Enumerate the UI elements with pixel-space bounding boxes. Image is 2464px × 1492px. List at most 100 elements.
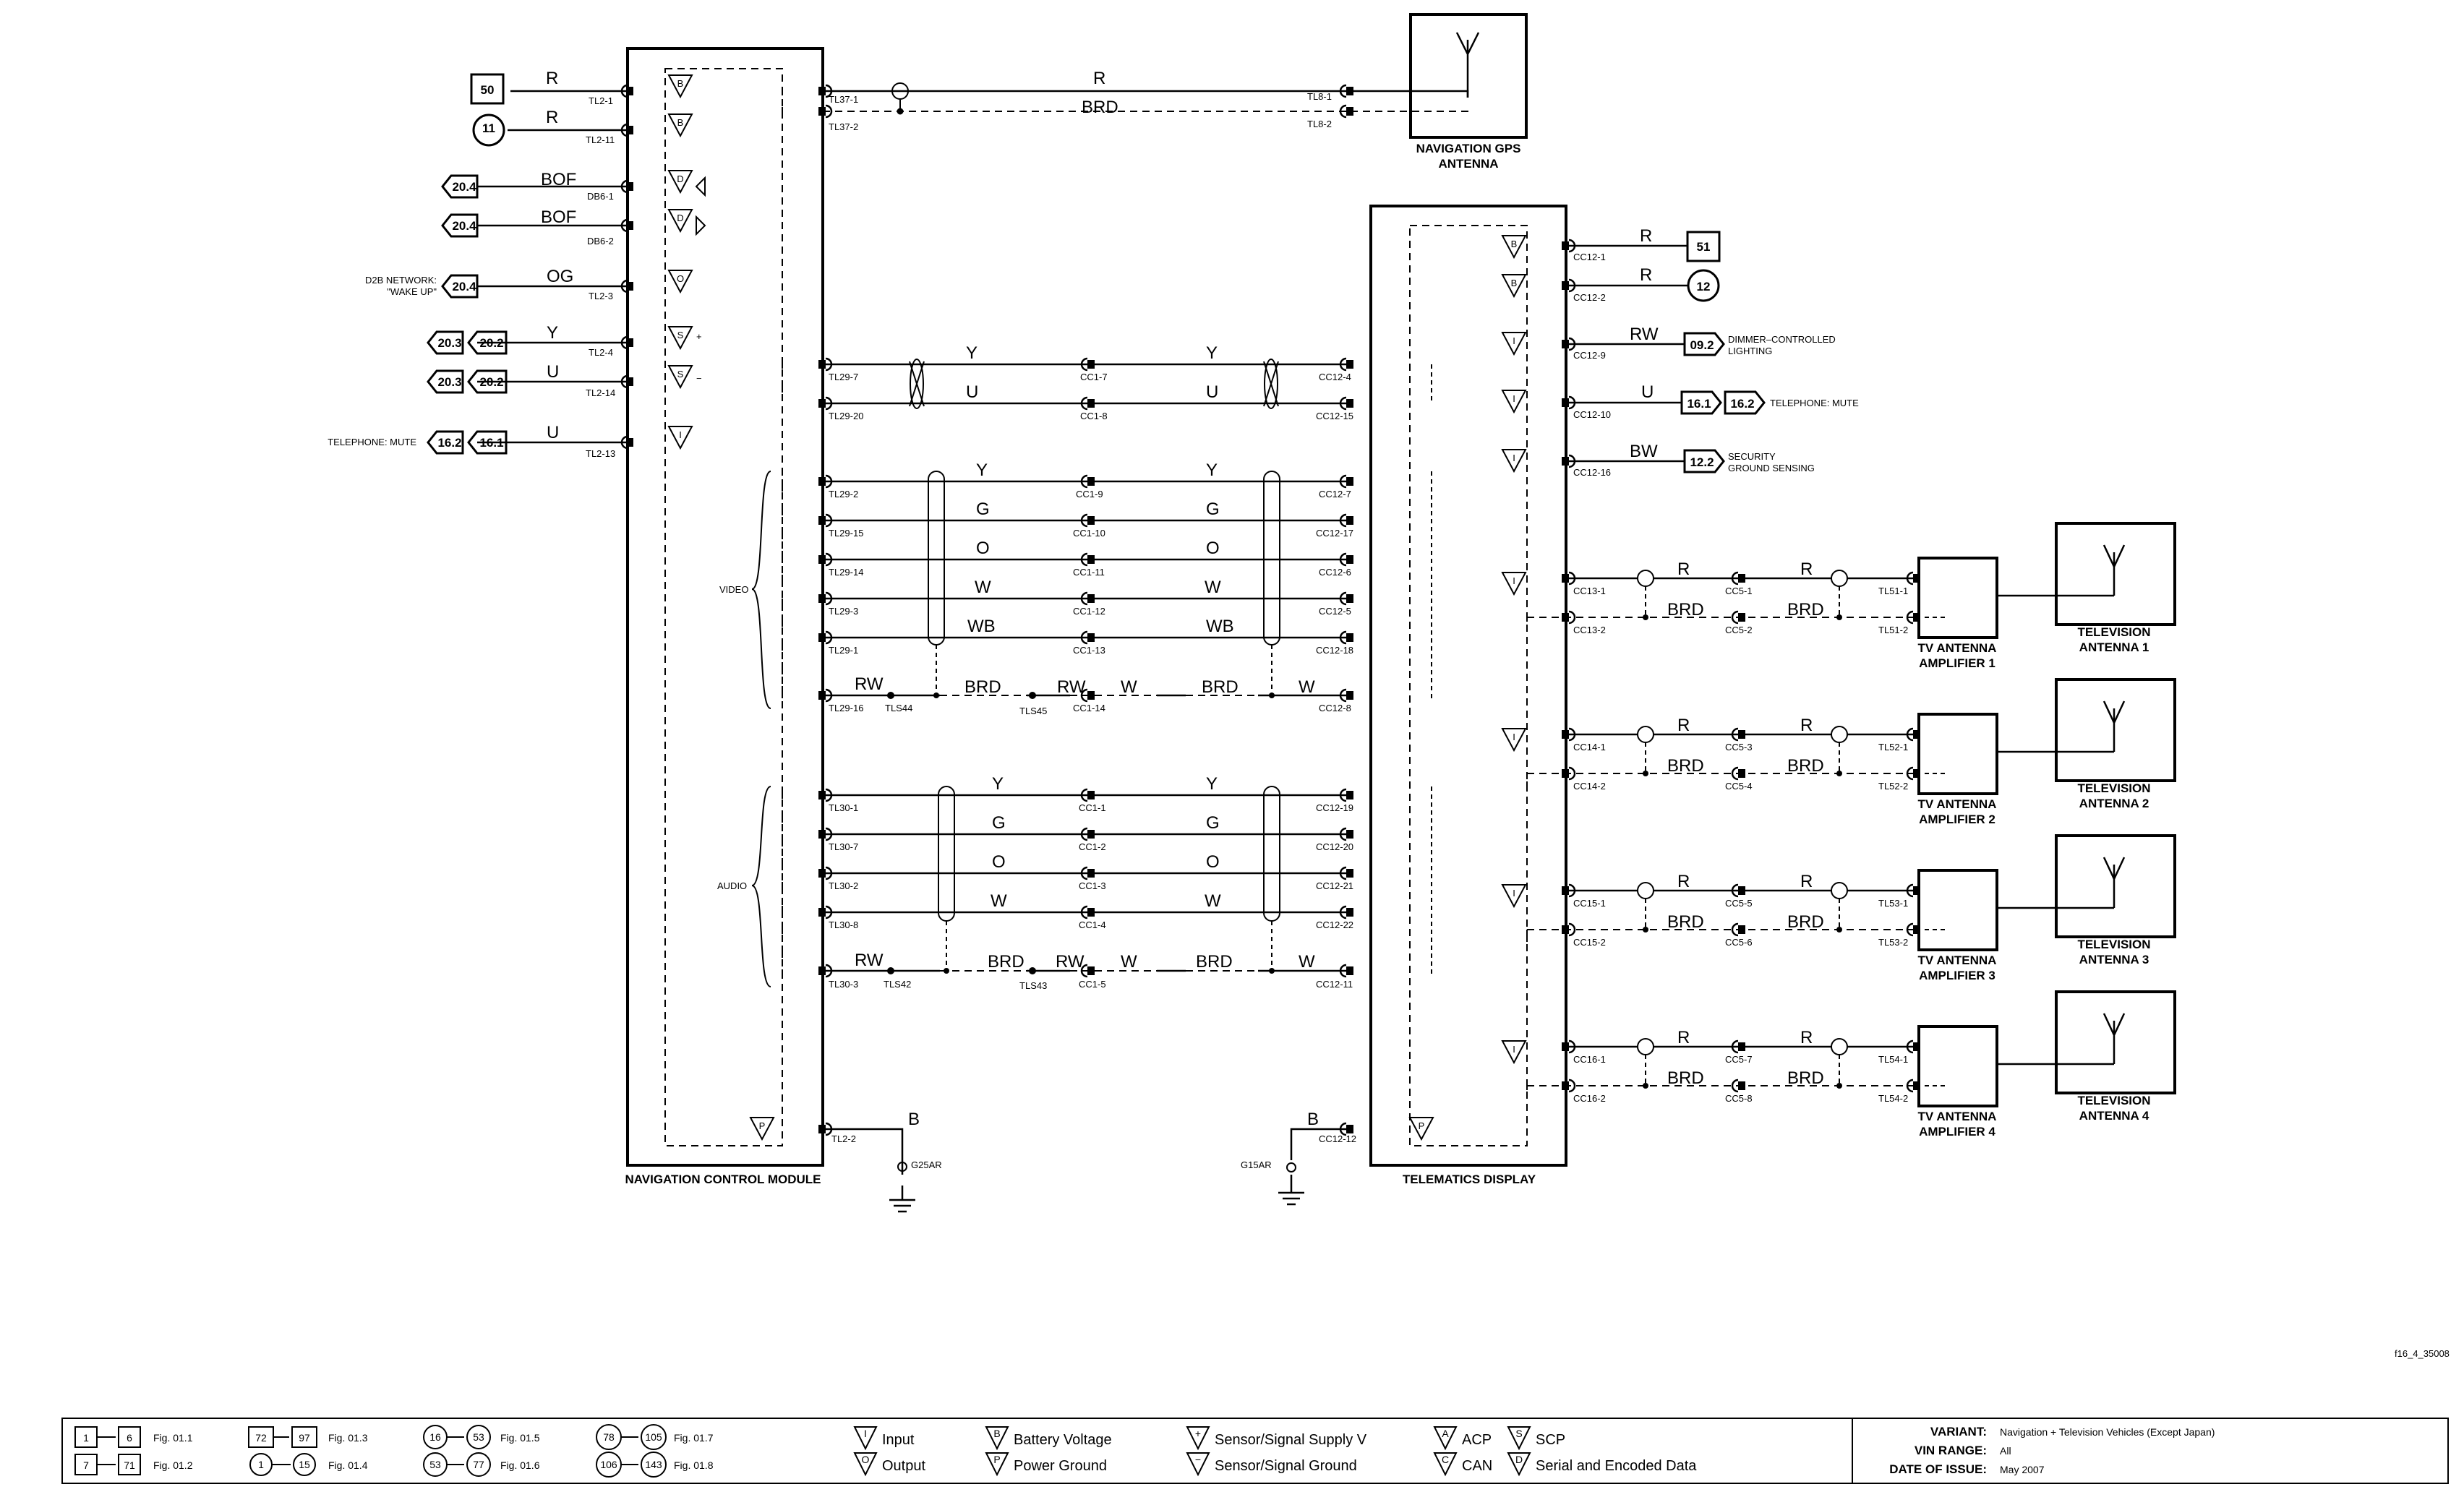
tv-amplifier-box <box>1917 713 1998 795</box>
tv-pin-socket <box>1906 727 1914 742</box>
tv-shield-ring <box>1831 882 1848 899</box>
tele-pin-socket <box>1339 1122 1347 1136</box>
nav-pin-socket <box>825 552 833 567</box>
mid-connectors <box>818 84 1576 1136</box>
tv-shield-ring <box>1831 570 1848 587</box>
tv-wires <box>1526 522 2176 1107</box>
tele-right-socket <box>1568 1079 1576 1093</box>
nav-pin-socket <box>825 630 833 645</box>
nav-pin-socket <box>825 357 833 372</box>
tele-pin-socket <box>1339 866 1347 880</box>
tv-shield-ring <box>1637 726 1654 743</box>
tele-pin-socket <box>1339 827 1347 841</box>
nav-module-inner <box>664 68 783 1146</box>
tele-pin <box>1346 477 1353 486</box>
tele-pin <box>1346 908 1353 917</box>
tele-right-socket <box>1568 610 1576 625</box>
nav-pin <box>818 555 826 564</box>
tv-antenna-icon <box>1997 700 2126 753</box>
tele-pin-socket <box>1339 357 1347 372</box>
inline-pin <box>1087 908 1095 917</box>
tv-antenna-box <box>2055 678 2176 782</box>
nav-pin <box>818 1125 826 1133</box>
tv-pin-socket <box>1731 766 1739 781</box>
legend-frame <box>61 1418 2449 1484</box>
inline-pin <box>1087 633 1095 642</box>
gps-pin <box>1346 107 1353 116</box>
tele-pin-socket <box>1339 474 1347 489</box>
inline-pin <box>1087 477 1095 486</box>
tele-pin <box>1346 791 1353 799</box>
tele-right-pin <box>1562 241 1569 250</box>
tv-pin-socket <box>1731 727 1739 742</box>
tv-amplifier-box <box>1917 869 1998 951</box>
tele-right-pin <box>1562 1042 1569 1051</box>
tv-pin-socket <box>1731 1079 1739 1093</box>
nav-pin-socket <box>825 905 833 919</box>
tele-pin-socket <box>1339 964 1347 978</box>
tv-pin <box>1738 925 1745 934</box>
inline-pin <box>1087 691 1095 700</box>
tv-antenna-icon <box>1997 544 2126 597</box>
tele-right-pin <box>1562 457 1569 466</box>
nav-pin <box>818 477 826 486</box>
tv-pin-socket <box>1731 883 1739 898</box>
tv-antenna-box <box>2055 522 2176 626</box>
inline-pin-socket <box>1080 788 1088 802</box>
nav-pin-socket <box>825 84 833 98</box>
tele-pin-socket <box>1339 630 1347 645</box>
inline-pin-socket <box>1080 866 1088 880</box>
nav-pin <box>818 360 826 369</box>
tv-splice <box>1643 927 1648 932</box>
nav-pin-socket <box>825 827 833 841</box>
tv-shield-ring <box>1637 882 1654 899</box>
tele-pin <box>1346 869 1353 878</box>
tv-pin-socket <box>1906 1039 1914 1054</box>
tele-pin <box>1346 555 1353 564</box>
nav-pin-socket <box>825 688 833 703</box>
nav-module-box <box>626 47 824 1167</box>
gps-antenna-box <box>1409 13 1528 139</box>
nav-pin <box>818 966 826 975</box>
inline-pin <box>1087 966 1095 975</box>
inline-pin-socket <box>1080 513 1088 528</box>
nav-pin-socket <box>825 474 833 489</box>
tele-right-pin <box>1562 574 1569 583</box>
tv-shield-ring <box>1831 726 1848 743</box>
gps-antenna-icon <box>1455 32 1480 98</box>
inline-pin <box>1087 594 1095 603</box>
nav-pin <box>818 633 826 642</box>
telematics-box <box>1369 205 1567 1167</box>
tele-pin <box>1346 1125 1353 1133</box>
inline-pin <box>1087 791 1095 799</box>
inline-pin-socket <box>1080 591 1088 606</box>
tv-pin-socket <box>1906 571 1914 586</box>
tele-right-socket <box>1568 766 1576 781</box>
tv-splice <box>1643 771 1648 776</box>
tv-pin <box>1738 613 1745 622</box>
tele-right-socket <box>1568 922 1576 937</box>
gps-pin <box>1346 87 1353 95</box>
tv-pin <box>1913 769 1920 778</box>
tele-pin <box>1346 594 1353 603</box>
tv-pin <box>1913 613 1920 622</box>
inline-pin <box>1087 869 1095 878</box>
tv-pin <box>1738 1042 1745 1051</box>
tv-amplifier-box <box>1917 557 1998 639</box>
tv-shield-ring <box>1831 1038 1848 1055</box>
tv-pin <box>1738 1081 1745 1090</box>
inline-pin-socket <box>1080 905 1088 919</box>
nav-pin-socket <box>825 1122 833 1136</box>
tele-pin <box>1346 966 1353 975</box>
tele-right-pin <box>1562 281 1569 290</box>
nav-pin <box>818 908 826 917</box>
tele-pin-socket <box>1339 396 1347 411</box>
nav-pin-socket <box>825 396 833 411</box>
nav-pin <box>818 691 826 700</box>
tv-splice <box>1643 1083 1648 1089</box>
inline-pin-socket <box>1080 964 1088 978</box>
nav-pin <box>818 594 826 603</box>
tv-pin <box>1913 730 1920 739</box>
tele-pin <box>1346 830 1353 839</box>
